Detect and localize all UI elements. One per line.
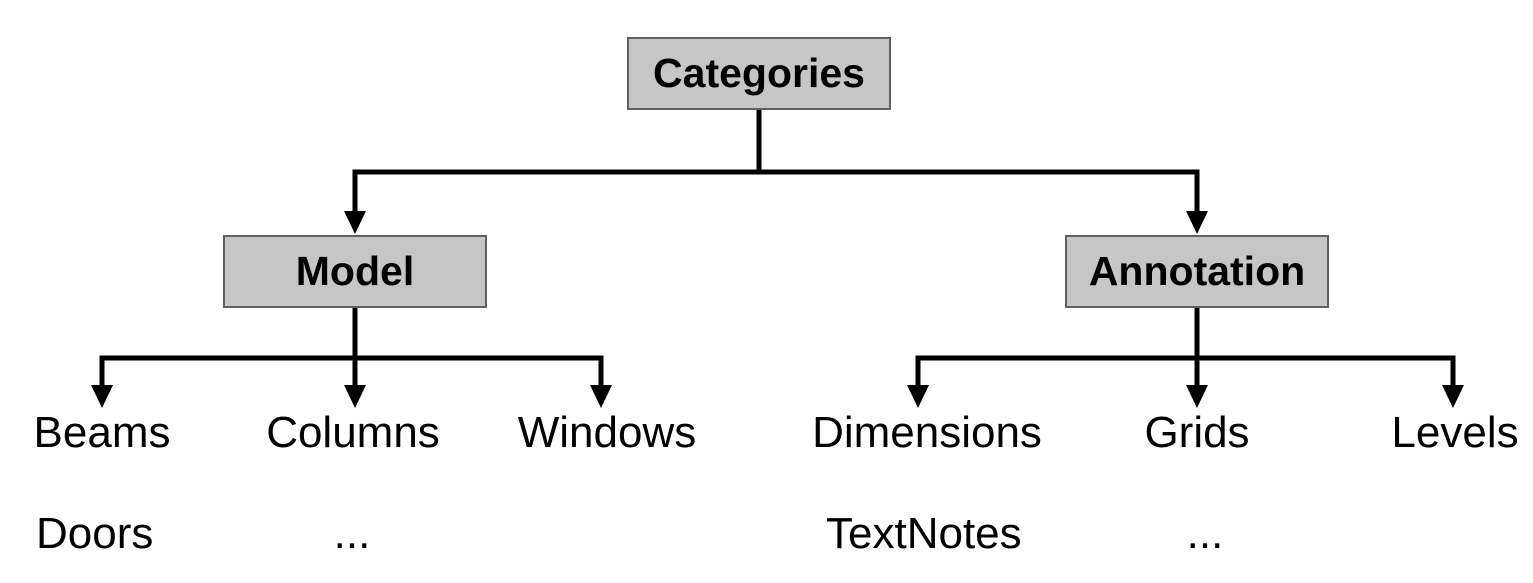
extra-label-annotation-ellipsis: ... [1186, 509, 1224, 558]
leaf-label-dimensions: Dimensions [812, 408, 1042, 457]
root-connectors [344, 109, 1208, 234]
arrowhead-to-windows-icon [590, 385, 612, 408]
node-categories-label: Categories [653, 50, 865, 96]
node-annotation-label: Annotation [1088, 248, 1306, 294]
leaf-label-beams: Beams [33, 408, 171, 457]
node-model-label: Model [295, 248, 415, 294]
arrowhead-to-grids-icon [1186, 385, 1208, 408]
node-annotation-box: Annotation [1065, 235, 1329, 308]
leaf-label-windows: Windows [517, 408, 697, 457]
arrowhead-to-dimensions-icon [907, 385, 929, 408]
arrowhead-to-beams-icon [91, 385, 113, 408]
leaf-label-levels: Levels [1391, 408, 1519, 457]
leaf-label-columns: Columns [266, 408, 440, 457]
annotation-connectors [907, 308, 1464, 408]
leaf-label-grids: Grids [1144, 408, 1250, 457]
arrowhead-to-columns-icon [344, 385, 366, 408]
arrowhead-to-annotation-icon [1186, 211, 1208, 234]
model-connectors [91, 308, 612, 408]
extra-label-textnotes: TextNotes [826, 509, 1022, 558]
extra-label-doors: Doors [36, 509, 154, 558]
node-categories-box: Categories [627, 37, 891, 110]
extra-label-model-ellipsis: ... [333, 509, 371, 558]
node-model-box: Model [223, 235, 487, 308]
arrowhead-to-model-icon [344, 211, 366, 234]
arrowhead-to-levels-icon [1442, 385, 1464, 408]
